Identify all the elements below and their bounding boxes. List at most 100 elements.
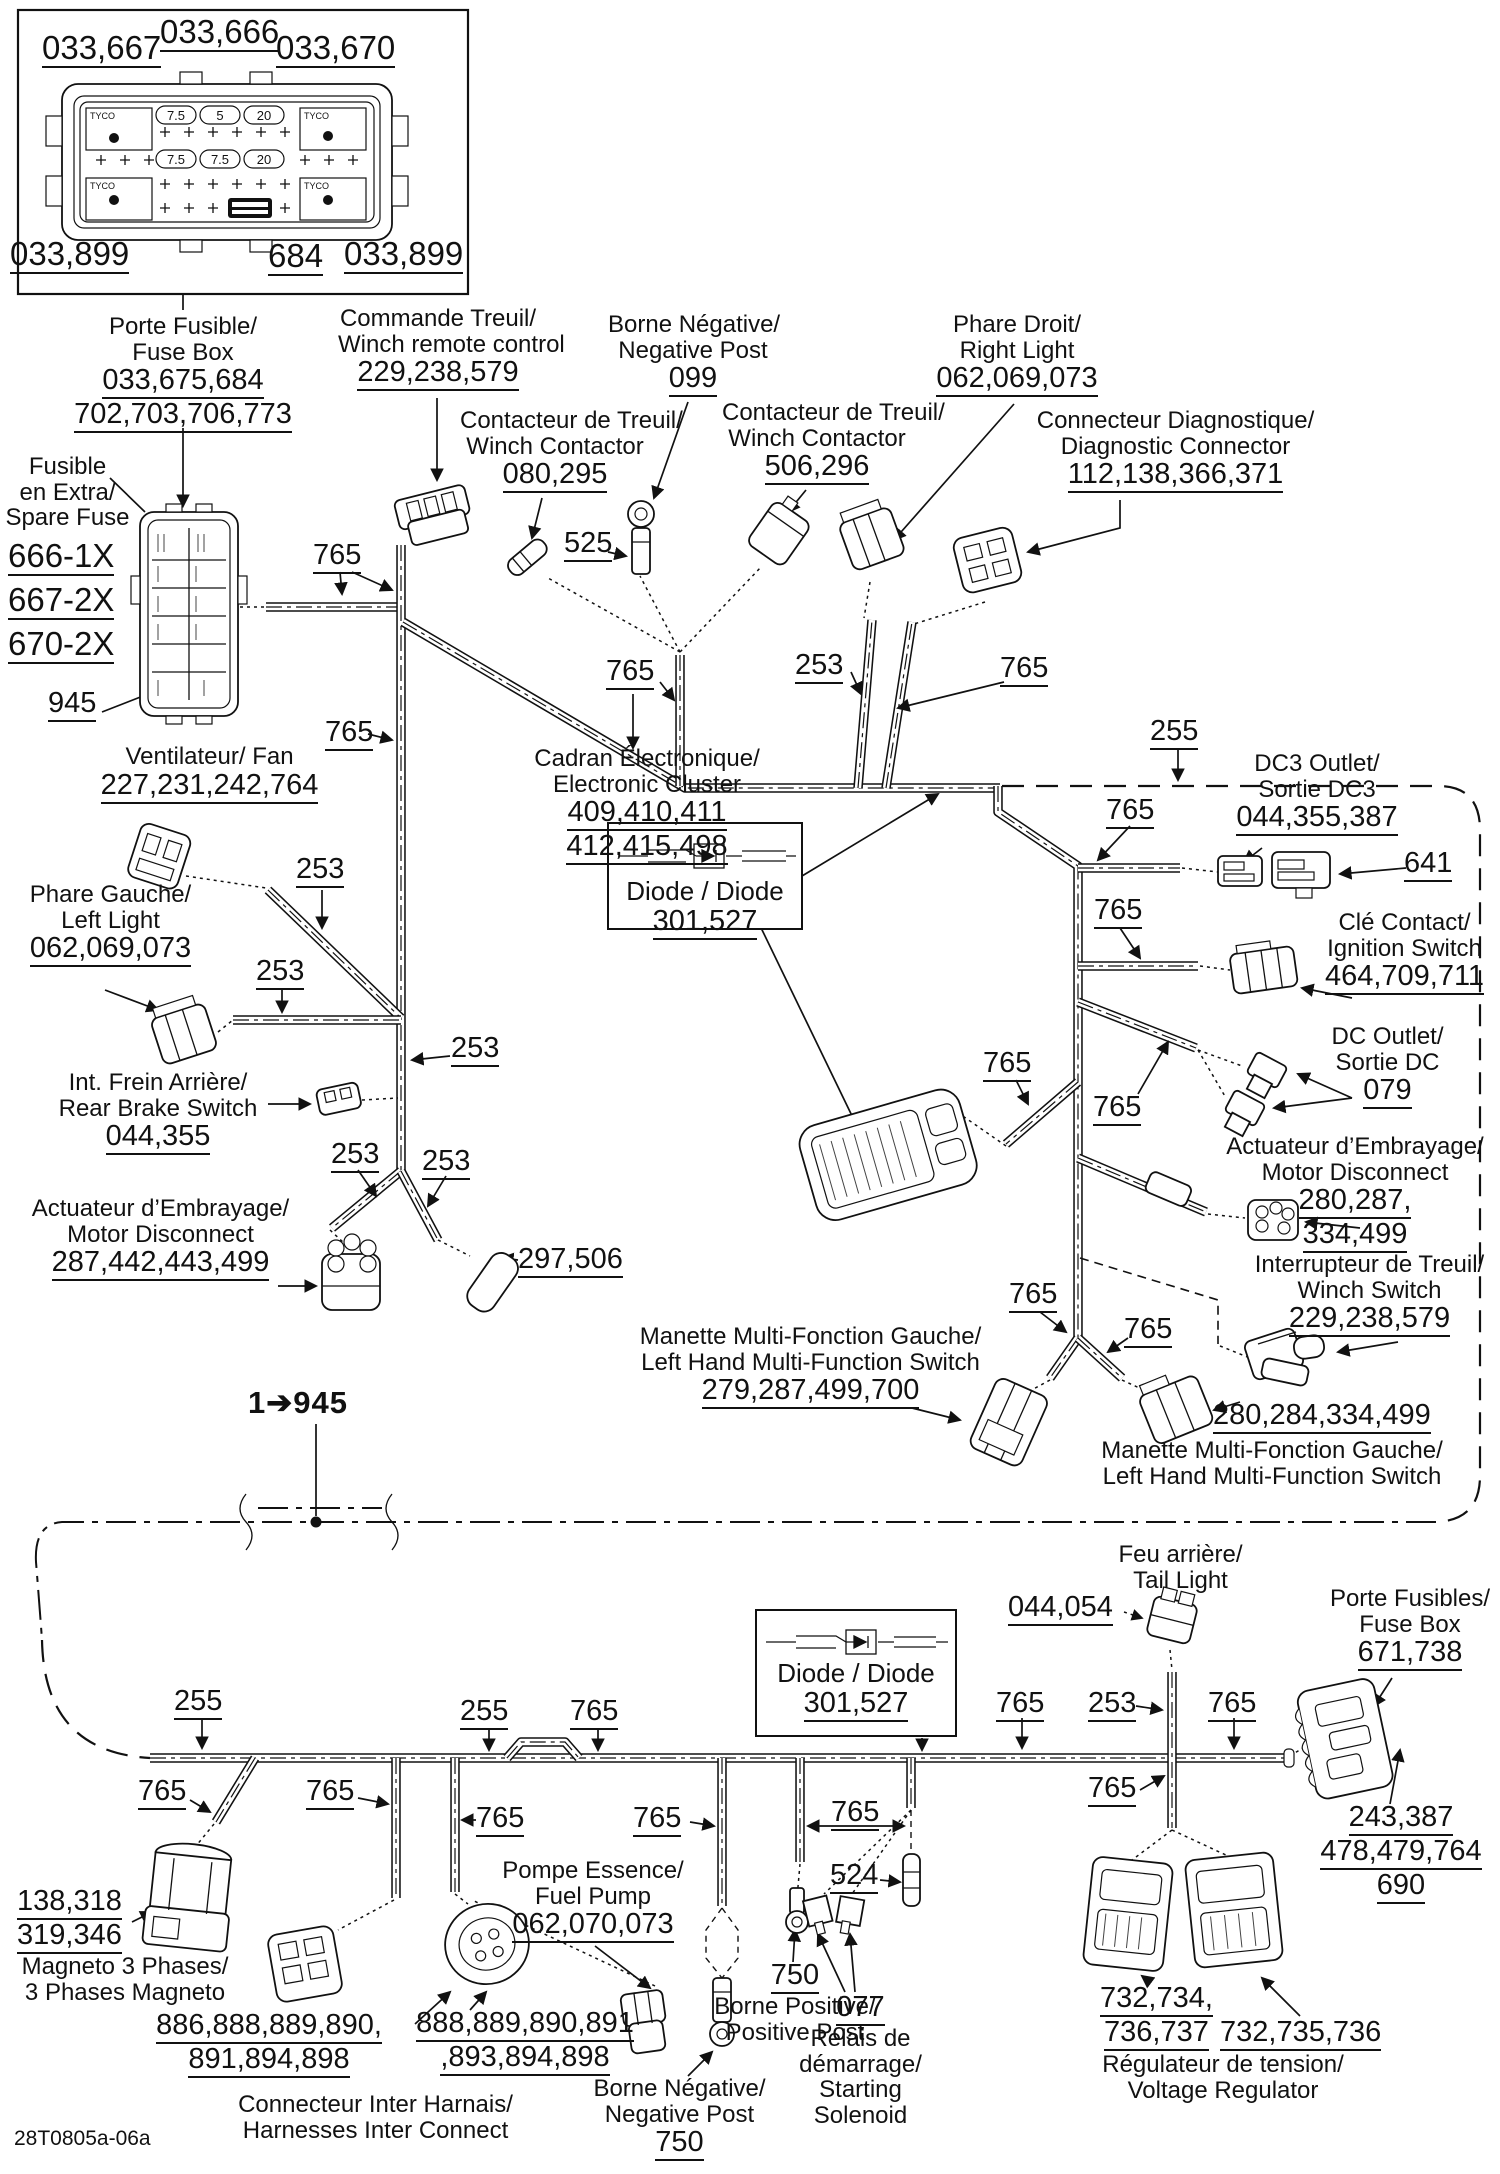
label-inter-harness-1: 886,888,889,890, 891,894,898 [148,2009,390,2079]
harness-hidden-routing [34,784,1482,1760]
label-right-light: Phare Droit/ Right Light 062,069,073 [932,312,1102,398]
label-736-737: 736,737 [1104,2016,1209,2052]
wire-765: 765 [983,1047,1032,1083]
label-732-734: 732,734, [1100,1982,1213,2018]
electronic-cluster-connector [798,1088,978,1221]
wire-765: 765 [1094,894,1143,930]
wire-253: 253 [331,1138,380,1174]
label-winch-remote: Commande Treuil/ Winch remote control 22… [338,306,565,392]
positive-post-terminal [785,1887,809,1934]
fuse-box-inset: TYCO TYCO TYCO TYCO 7.5 5 20 7.5 7.5 20 [16,8,470,296]
dc3-outlet-connector-b [1271,851,1331,899]
label-inter-harness-caption: Connecteur Inter Harnais/ Harnesses Inte… [238,2091,513,2144]
callout-033-667: 033,667 [42,30,174,69]
label-fan: Ventilateur/ Fan 227,231,242,764 [92,744,327,804]
wire-765: 765 [996,1687,1045,1723]
fan-connector [127,822,192,890]
spare-fuse-box [130,503,248,725]
solenoid-spade-terminal-2 [835,1895,866,1935]
label-winch-switch: Interrupteur de Treuil/ Winch Switch 229… [1242,1252,1497,1338]
label-diagnostic-connector: Connecteur Diagnostique/ Diagnostic Conn… [1028,408,1323,494]
wire-765: 765 [831,1796,880,1832]
wire-253: 253 [451,1032,500,1068]
fuse-value: 20 [257,108,271,123]
wire-253: 253 [795,649,844,685]
callout-033-670: 033,670 [276,30,408,69]
label-dc3-outlet: DC3 Outlet/ Sortie DC3 044,355,387 [1222,751,1412,837]
wire-253: 253 [422,1145,471,1181]
inter-harness-connector-b [444,1902,530,1986]
winch-switch-connector [1244,1327,1325,1387]
fuel-pump-connector [619,1989,667,2055]
wire-765: 765 [1124,1313,1173,1349]
rear-fuse-box-connector [1294,1678,1394,1800]
dc-outlet-terminal-2 [1223,1089,1266,1138]
motor-disconnect-sleeve [1144,1171,1192,1207]
label-negative-post-top: Borne Négative/ Negative Post 099 [608,312,780,398]
wire-255: 255 [174,1685,223,1721]
inline-fuse-524 [902,1853,921,1907]
fuse-value: 7.5 [167,108,185,123]
solenoid-spade-terminal-1 [801,1894,834,1936]
wire-253: 253 [256,955,305,991]
callout-684: 684 [268,238,338,277]
wire-765: 765 [306,1775,355,1811]
left-light-connector [151,994,217,1065]
fuse-value: 7.5 [167,152,185,167]
callout-033-899-left: 033,899 [10,236,142,275]
label-magneto: 138,318 319,346 Magneto 3 Phases/ 3 Phas… [17,1885,229,2006]
label-motor-disconnect-left: Actuateur d’Embrayage/ Motor Disconnect … [8,1196,313,1282]
relay-brand-text: TYCO [304,111,329,121]
rear-brake-switch-connector [315,1081,362,1116]
label-spare-fuse: Fusible en Extra/ Spare Fuse [5,453,130,532]
relay-blocks: TYCO TYCO TYCO TYCO [85,107,367,221]
drawing-code: 28T0805a-06a [14,2127,151,2150]
label-multifunction-left: Manette Multi-Fonction Gauche/ Left Hand… [598,1324,1023,1410]
label-297-506: 297,506 [518,1243,623,1279]
wire-765: 765 [325,716,374,752]
dc3-outlet-connector-a [1217,855,1263,887]
multifunction-switch-connector-right [1138,1374,1214,1444]
wire-255: 255 [460,1695,509,1731]
wire-765: 765 [476,1802,525,1838]
wire-765: 765 [606,655,655,691]
winch-remote-connector [393,484,471,546]
winch-contactor-connector-1 [507,538,548,576]
relay-brand-text: TYCO [90,111,115,121]
label-multifunction-right: Manette Multi-Fonction Gauche/ Left Hand… [1101,1437,1443,1490]
wire-253: 253 [296,853,345,889]
label-667-2x: 667-2X [8,582,115,621]
relay-brand-text: TYCO [90,181,115,191]
label-525: 525 [564,527,613,563]
voltage-regulator-connector-right [1184,1851,1284,1969]
callout-033-899-right: 033,899 [344,236,476,275]
label-641: 641 [1404,847,1453,883]
label-ignition-switch: Clé Contact/ Ignition Switch 464,709,711 [1312,910,1497,996]
wire-765: 765 [633,1802,682,1838]
label-electronic-cluster: Cadran Électronique/ Electronic Cluster … [518,746,776,866]
callout-033-666: 033,666 [160,14,292,53]
terminal-pins [96,127,358,213]
label-starting-solenoid: 077 Relais de démarrage/ Starting Soleno… [799,1991,922,2130]
label-rear-fuse-box-numbers: 243,387 478,479,764 690 [1312,1801,1490,1905]
motor-disconnect-connector-right [1247,1199,1299,1241]
label-rear-fuse-box: Porte Fusibles/ Fuse Box 671,738 [1315,1586,1500,1672]
negative-post-terminal-bottom [709,1977,735,2047]
label-inter-harness-2: 888,889,890,891 ,893,894,898 [406,2007,644,2077]
harness-end-cap [1283,1748,1295,1768]
label-rear-brake: Int. Frein Arrière/ Rear Brake Switch 04… [38,1070,278,1156]
wire-765: 765 [313,539,362,575]
right-light-connector [839,498,905,571]
label-winch-contactor-2: Contacteur de Treuil/ Winch Contactor 50… [722,400,945,486]
negative-post-ring-terminal [627,500,655,575]
inter-harness-connector-a [267,1925,343,2003]
wire-765: 765 [1106,794,1155,830]
wire-765: 765 [1009,1278,1058,1314]
label-524: 524 [830,1859,879,1895]
splice-297-506 [466,1252,519,1313]
relay-brand-text: TYCO [304,181,329,191]
label-dc-outlet: DC Outlet/ Sortie DC 079 [1320,1024,1455,1110]
label-280-284-334-499: 280,284,334,499 [1213,1399,1431,1435]
fuse-slots: 7.5 5 20 7.5 7.5 20 [155,105,285,169]
ignition-switch-connector [1229,940,1299,995]
